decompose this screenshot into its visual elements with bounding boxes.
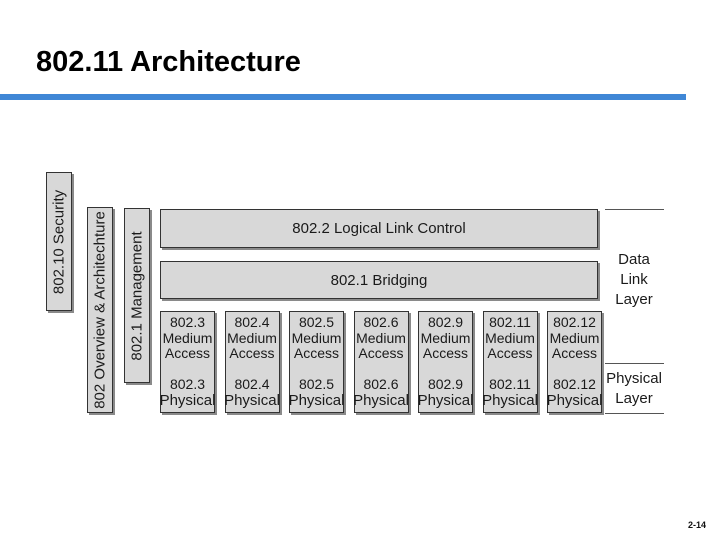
title-underline bbox=[0, 94, 686, 100]
mac-line-medium: Medium bbox=[291, 329, 342, 346]
phy-standard: 802.12 bbox=[553, 376, 596, 392]
phy-label: Physical bbox=[546, 391, 603, 409]
mac-line-access: Access bbox=[229, 345, 275, 361]
phy-standard: 802.9 bbox=[427, 376, 464, 392]
mac-line-access: Access bbox=[422, 345, 469, 361]
data-link-line: Data bbox=[618, 251, 650, 268]
mac-line-access: Access bbox=[551, 345, 598, 361]
management-bar: 802.1 Management bbox=[124, 208, 150, 383]
management-label: 802.1 Management bbox=[128, 230, 146, 361]
mac-standard: 802.5 bbox=[298, 314, 335, 330]
phy-label: Physical bbox=[353, 391, 409, 409]
data-link-line: Link bbox=[620, 271, 648, 288]
slide-title: 802.11 Architecture bbox=[36, 46, 301, 78]
mac-standard: 802.11 bbox=[489, 314, 531, 330]
mac-standard: 802.3 bbox=[169, 314, 206, 330]
mac-line-medium: Medium bbox=[485, 329, 535, 346]
llc-label: 802.2 Logical Link Control bbox=[292, 220, 466, 237]
phy-label: Physical bbox=[482, 391, 538, 409]
mac-standard: 802.9 bbox=[427, 314, 464, 330]
mac-standard: 802.12 bbox=[553, 314, 596, 330]
data-link-line: Layer bbox=[615, 291, 653, 308]
mac-line-access: Access bbox=[358, 345, 404, 361]
phy-label: Physical bbox=[224, 391, 280, 409]
bridging-label: 802.1 Bridging bbox=[330, 271, 428, 289]
phy-standard: 802.5 bbox=[298, 376, 335, 392]
physical-layer-line: Physical bbox=[606, 370, 662, 387]
phy-standard: 802.6 bbox=[363, 376, 399, 392]
mac-line-access: Access bbox=[293, 345, 340, 361]
physical-layer-label: Physical Layer bbox=[602, 369, 666, 409]
phy-label: Physical bbox=[288, 391, 345, 409]
mac-standard: 802.4 bbox=[234, 314, 270, 330]
physical-layer-line: Layer bbox=[615, 390, 653, 407]
mac-line-medium: Medium bbox=[162, 329, 213, 346]
security-bar: 802.10 Security bbox=[46, 172, 72, 311]
mac-line-medium: Medium bbox=[420, 329, 471, 346]
data-link-top-rule bbox=[605, 209, 664, 210]
phy-standard: 802.11 bbox=[489, 376, 531, 392]
data-link-layer-label: Data Link Layer bbox=[604, 250, 664, 310]
overview-architecture-label: 802 Overview & Architechture bbox=[91, 211, 109, 409]
llc-bar: 802.2 Logical Link Control bbox=[160, 209, 598, 248]
phy-label: Physical bbox=[159, 391, 216, 409]
bridging-bar: 802.1 Bridging bbox=[160, 261, 598, 299]
phy-label: Physical bbox=[417, 391, 474, 409]
mac-line-access: Access bbox=[487, 345, 533, 361]
mac-line-medium: Medium bbox=[549, 329, 600, 346]
mac-line-medium: Medium bbox=[356, 329, 406, 346]
physical-bottom-rule bbox=[605, 413, 664, 414]
mac-line-access: Access bbox=[164, 345, 211, 361]
mac-standard: 802.6 bbox=[363, 314, 399, 330]
security-label: 802.10 Security bbox=[50, 189, 68, 294]
phy-standard: 802.3 bbox=[169, 376, 206, 392]
mac-line-medium: Medium bbox=[227, 329, 277, 346]
layer-divider-rule bbox=[605, 363, 664, 364]
overview-architecture-bar: 802 Overview & Architechture bbox=[87, 207, 113, 413]
page-number: 2-14 bbox=[687, 520, 706, 530]
phy-standard: 802.4 bbox=[234, 376, 270, 392]
